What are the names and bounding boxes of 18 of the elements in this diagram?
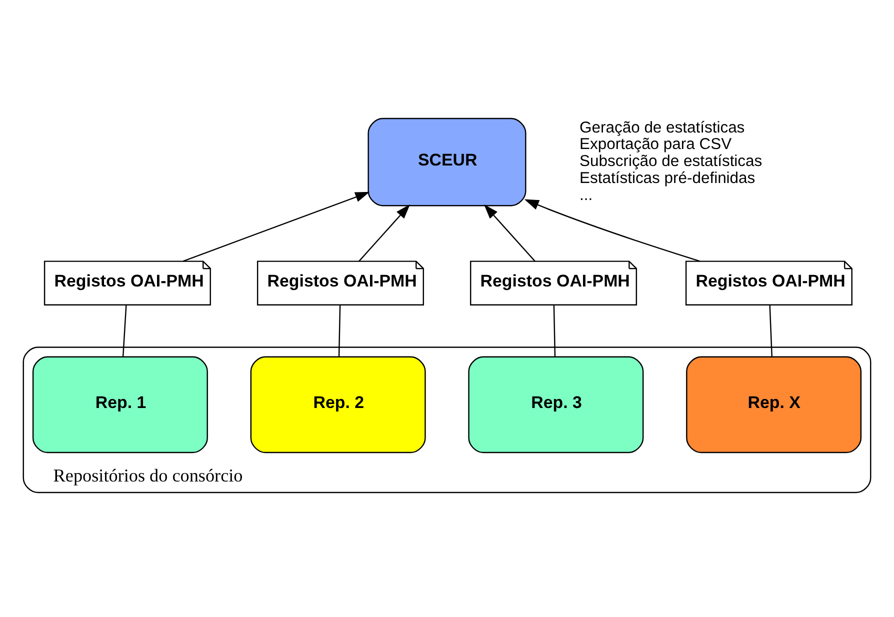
node-label: Estatísticas pré-definidas	[580, 170, 756, 188]
arrow	[484, 204, 536, 262]
connector	[769, 305, 772, 357]
node-box: Rep. 2	[250, 356, 426, 454]
node-box: Rep. X	[686, 356, 862, 454]
node-box: Rep. 1	[32, 356, 208, 454]
node-box: SCEUR	[368, 118, 526, 206]
arrow	[182, 192, 370, 262]
node-label: Geração de estatísticas	[580, 119, 745, 136]
node-box: Rep. 3	[468, 356, 644, 454]
node-label: ...	[580, 187, 593, 204]
node-label: Exportação para CSV	[580, 136, 732, 154]
node-label: Subscrição de estatísticas	[580, 153, 762, 170]
connector	[553, 305, 556, 357]
connector	[122, 305, 127, 357]
arrow	[358, 204, 410, 262]
arrow	[524, 199, 700, 262]
connector	[338, 305, 341, 357]
